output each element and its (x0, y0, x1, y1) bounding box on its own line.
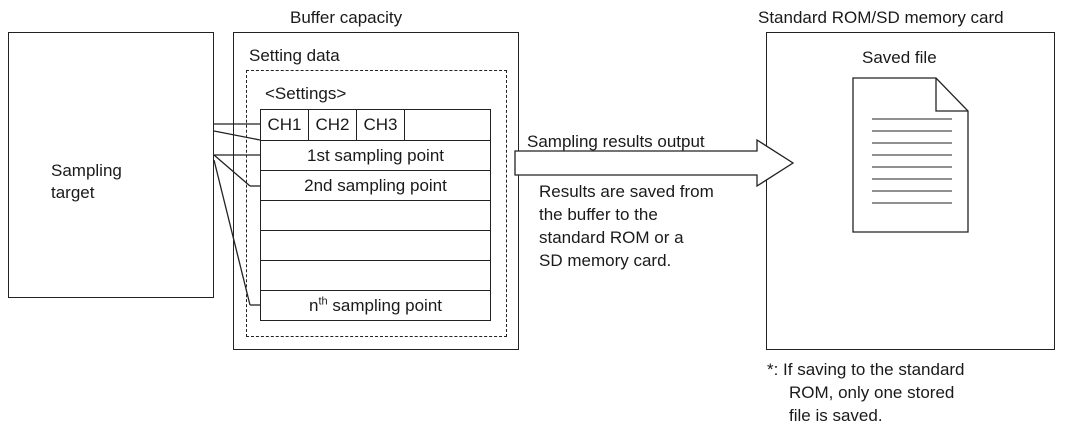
channel-header-row: CH1 CH2 CH3 (261, 110, 490, 141)
storage-note-line-1: *: If saving to the standard (767, 360, 965, 379)
sampling-connector-lines (213, 123, 261, 306)
nth-prefix: n (309, 296, 319, 315)
storage-note: *: If saving to the standard ROM, only o… (767, 358, 965, 427)
channel-cell-ch2: CH2 (309, 110, 357, 140)
sampling-point-row-3 (261, 201, 490, 231)
nth-suffix: sampling point (327, 296, 442, 315)
channel-cell-ch3: CH3 (357, 110, 405, 140)
output-description: Results are saved from the buffer to the… (539, 180, 714, 272)
sampling-point-row-2: 2nd sampling point (261, 171, 490, 201)
output-desc-line-4: SD memory card. (539, 251, 672, 270)
sampling-point-row-4 (261, 231, 490, 261)
storage-note-line-3: file is saved. (789, 406, 883, 425)
sampling-point-row-1: 1st sampling point (261, 141, 490, 171)
sampling-target-line1: Sampling (51, 161, 122, 180)
sampling-point-row-5 (261, 261, 490, 291)
sampling-target-line2: target (51, 183, 95, 202)
sampling-target-label: Sampling target (51, 160, 122, 204)
output-desc-line-3: standard ROM or a (539, 228, 684, 247)
settings-table: CH1 CH2 CH3 1st sampling point 2nd sampl… (260, 109, 491, 321)
document-icon (852, 77, 969, 233)
saved-file-label: Saved file (862, 48, 937, 67)
sampling-point-row-nth: nth sampling point (261, 291, 490, 321)
sampling-target-box: Sampling target (8, 32, 214, 298)
output-arrow (514, 138, 795, 188)
connector-line-row2 (213, 154, 251, 187)
setting-data-label: Setting data (249, 46, 340, 65)
connector-line-ch2 (213, 130, 261, 141)
connector-line-nth (213, 159, 251, 306)
output-desc-line-2: the buffer to the (539, 205, 658, 224)
storage-note-line-2: ROM, only one stored (789, 383, 955, 402)
nth-superscript: th (318, 295, 328, 308)
storage-title: Standard ROM/SD memory card (758, 8, 1004, 27)
sampling-results-output-label: Sampling results output (527, 132, 705, 151)
buffer-capacity-title: Buffer capacity (290, 8, 403, 27)
setting-data-dashed-frame (246, 70, 507, 337)
settings-label: <Settings> (265, 84, 347, 103)
output-desc-line-1: Results are saved from (539, 182, 714, 201)
channel-cell-ch1: CH1 (261, 110, 309, 140)
